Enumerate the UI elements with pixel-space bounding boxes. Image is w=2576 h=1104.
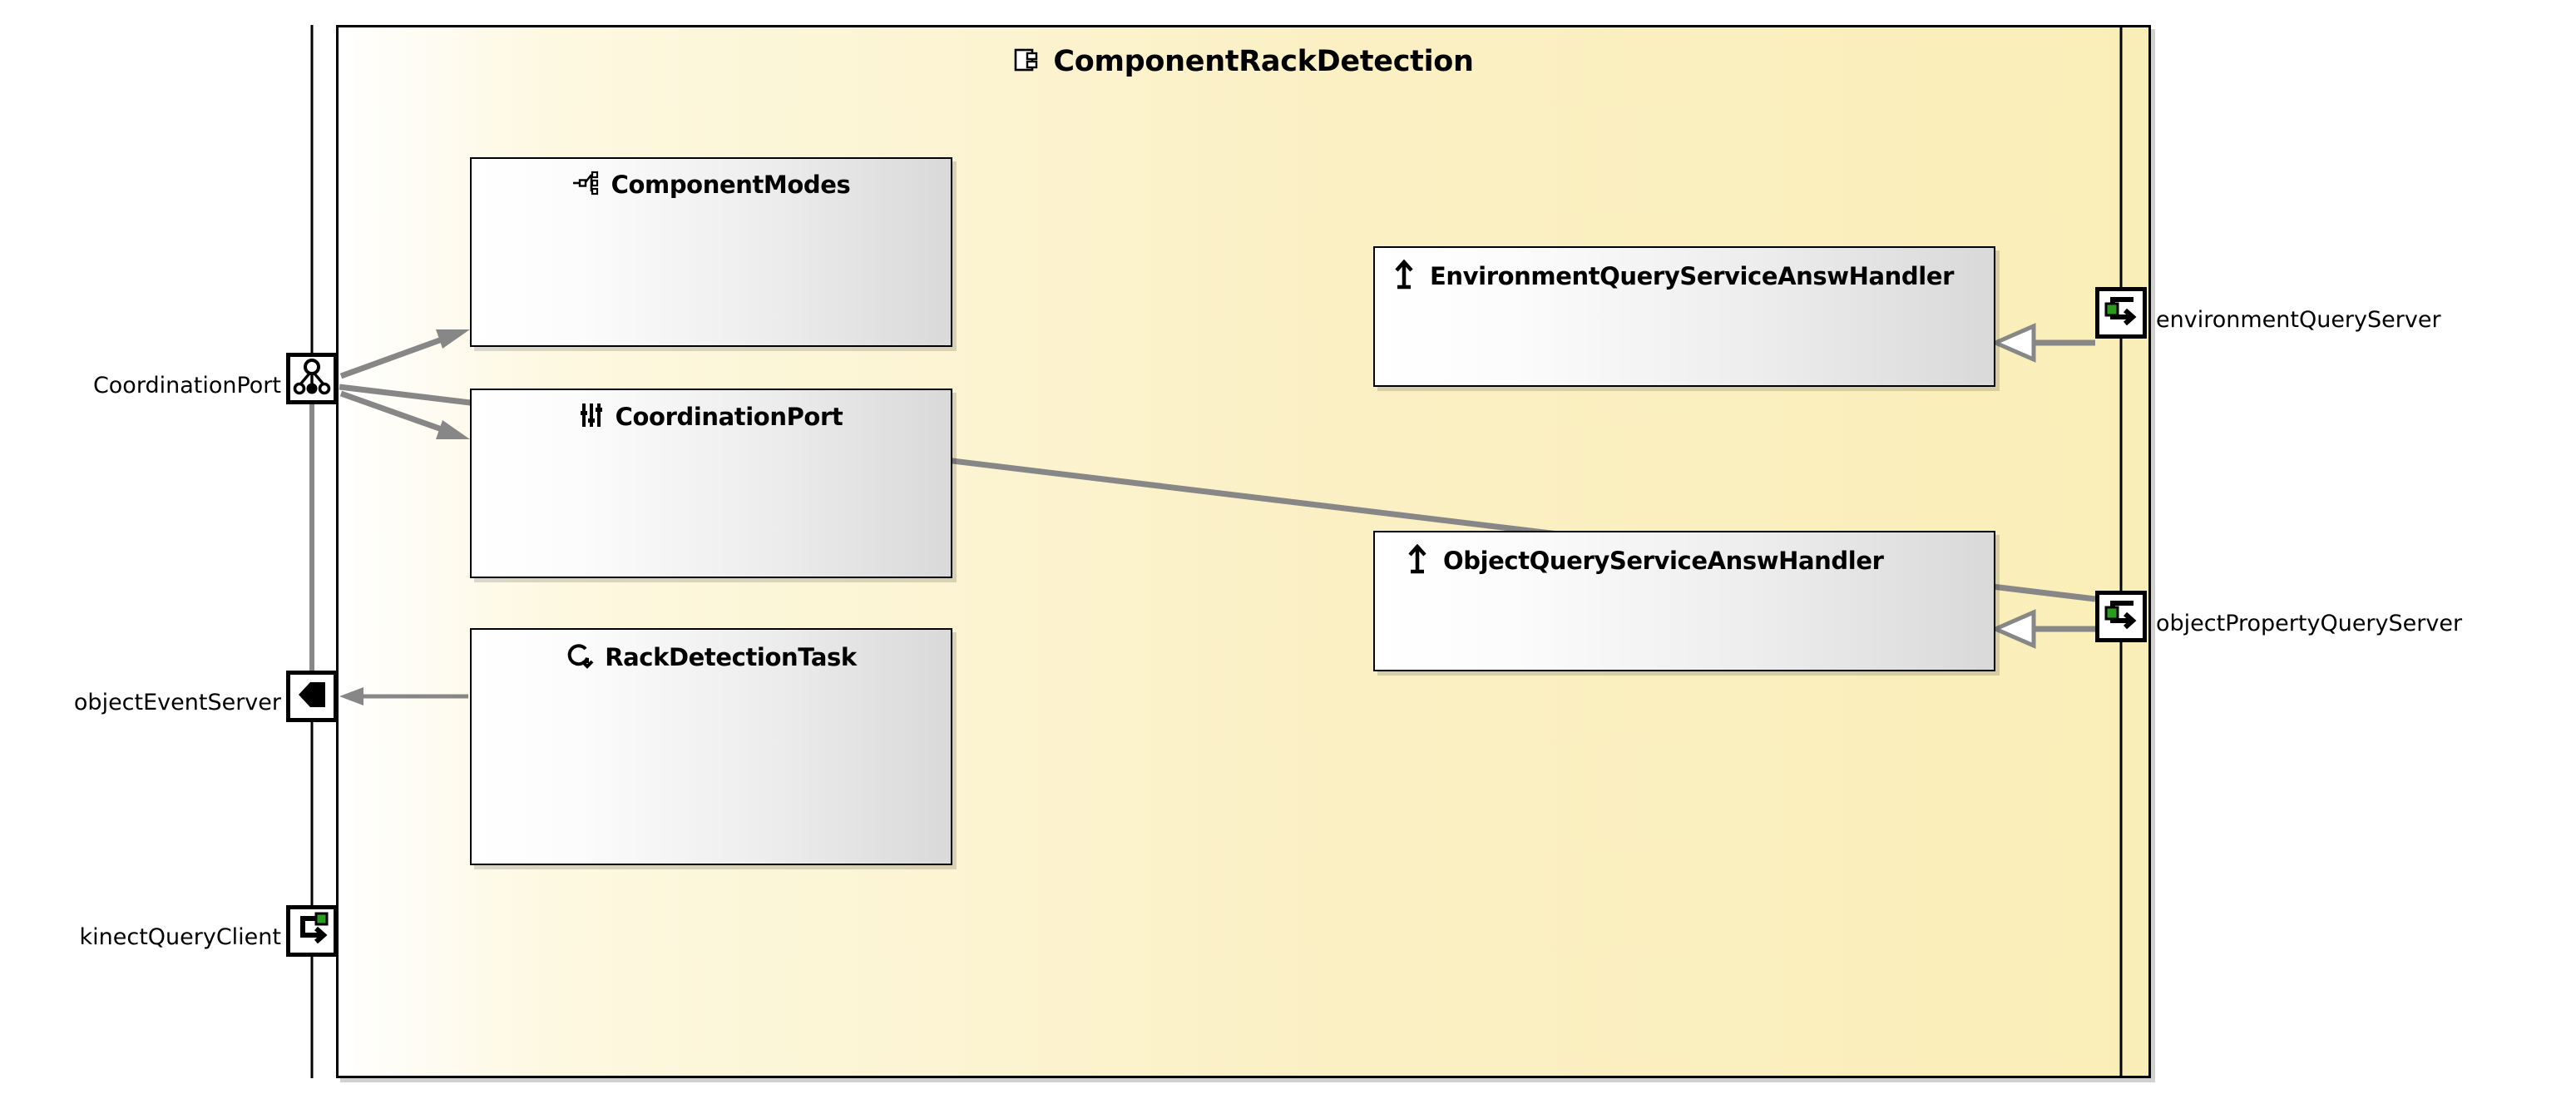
state-machine-icon — [572, 171, 601, 199]
element-label: CoordinationPort — [615, 403, 843, 431]
port-label-object-event-server: objectEventServer — [73, 690, 281, 715]
port-object-property-query-server[interactable] — [2095, 591, 2147, 642]
component-title: ComponentRackDetection — [336, 38, 2151, 85]
generalization-arrow-icon — [1407, 543, 1428, 577]
port-label-environment-query-server: environmentQueryServer — [2156, 307, 2441, 333]
element-label: ComponentModes — [611, 171, 851, 199]
port-kinect-query-client[interactable] — [286, 905, 338, 957]
element-coordination-port-class[interactable]: CoordinationPort — [470, 389, 952, 578]
component-title-label: ComponentRackDetection — [1053, 45, 1474, 78]
sliders-icon — [580, 402, 605, 432]
query-client-icon — [293, 910, 331, 952]
port-coordination-port[interactable] — [286, 353, 338, 404]
port-label-object-property-query-server: objectPropertyQueryServer — [2156, 611, 2463, 636]
port-environment-query-server[interactable] — [2095, 287, 2147, 339]
element-label: EnvironmentQueryServiceAnswHandler — [1430, 262, 1954, 290]
event-server-icon — [294, 676, 330, 716]
port-label-coordination-port: CoordinationPort — [92, 373, 281, 399]
port-object-event-server[interactable] — [286, 671, 338, 722]
port-label-kinect-query-client: kinectQueryClient — [79, 924, 281, 950]
coordination-port-icon — [293, 358, 331, 399]
generalization-arrow-icon — [1393, 259, 1415, 293]
element-environment-query-service-answ-handler[interactable]: EnvironmentQueryServiceAnswHandler — [1373, 246, 1995, 387]
query-server-icon — [2102, 292, 2140, 334]
element-object-query-service-answ-handler[interactable]: ObjectQueryServiceAnswHandler — [1373, 531, 1995, 671]
element-label: ObjectQueryServiceAnswHandler — [1443, 547, 1884, 575]
element-component-modes[interactable]: ComponentModes — [470, 157, 952, 347]
query-server-icon — [2102, 596, 2140, 637]
task-loop-icon — [566, 641, 594, 673]
element-rack-detection-task[interactable]: RackDetectionTask — [470, 628, 952, 865]
component-icon — [1013, 46, 1041, 77]
element-label: RackDetectionTask — [605, 643, 857, 671]
